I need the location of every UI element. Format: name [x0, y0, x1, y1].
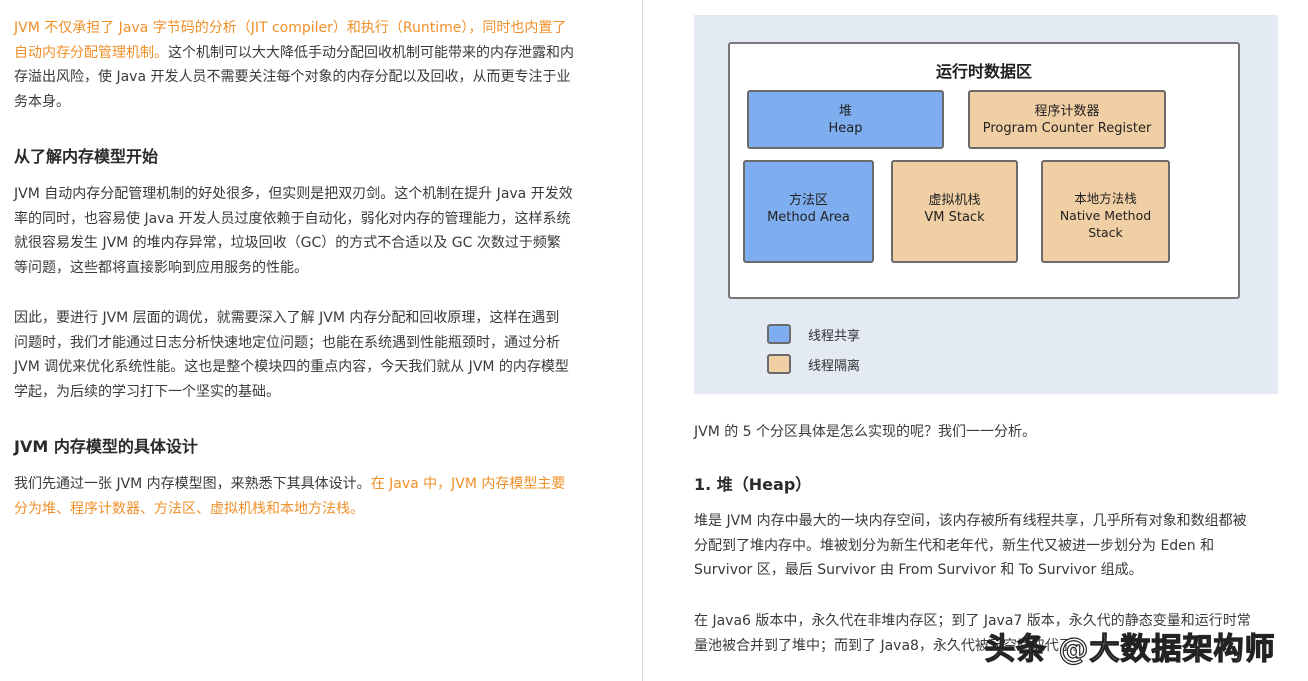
box-label-zh: 本地方法栈: [1074, 191, 1137, 206]
paragraph-line: JVM 的 5 个分区具体是怎么实现的呢？我们一一分析。: [694, 422, 1036, 442]
text-segment: Survivor 区，最后 Survivor 由 From Survivor 和…: [694, 562, 1143, 579]
legend-label-isolated: 线程隔离: [808, 359, 861, 374]
box-label-zh: 程序计数器: [1034, 103, 1100, 119]
paragraph-line: 问题时，我们才能通过日志分析快速地定位问题；也能在系统遇到性能瓶颈时，通过分析: [14, 333, 560, 353]
heading-memory-model-start: 从了解内存模型开始: [14, 147, 159, 166]
box-vm-stack: 虚拟机栈 VM Stack: [891, 160, 1018, 263]
text-segment: 分配到了堆内存中。堆被划分为新生代和老年代，新生代又被进一步划分为 Eden 和: [694, 537, 1215, 554]
paragraph-line: 分配到了堆内存中。堆被划分为新生代和老年代，新生代又被进一步划分为 Eden 和: [694, 536, 1214, 556]
text-segment: 量池被合并到了堆中；而到了 Java8，永久代被元空间取代了。: [694, 637, 1087, 654]
box-label-en: Heap: [828, 120, 863, 136]
paragraph-line: JVM 调优来优化系统性能。这也是整个模块四的重点内容，今天我们就从 JVM 的…: [14, 357, 569, 377]
box-native-method-stack: 本地方法栈 Native Method Stack: [1041, 160, 1170, 263]
text-segment: 学起，为后续的学习打下一个坚实的基础。: [14, 384, 280, 401]
paragraph-line: 因此，要进行 JVM 层面的调优，就需要深入了解 JVM 内存分配和回收原理，这…: [14, 308, 559, 328]
highlighted-text: 分为堆、程序计数器、方法区、虚拟机栈和本地方法栈。: [14, 500, 364, 517]
text-segment: 我们先通过一张 JVM 内存模型图，来熟悉下其具体设计。: [14, 476, 371, 492]
diagram-title: 运行时数据区: [935, 62, 1032, 81]
paragraph-line: 堆是 JVM 内存中最大的一块内存空间，该内存被所有线程共享，几乎所有对象和数组…: [694, 511, 1247, 531]
box-method-area: 方法区 Method Area: [743, 160, 874, 263]
text-segment: 问题时，我们才能通过日志分析快速地定位问题；也能在系统遇到性能瓶颈时，通过分析: [14, 334, 560, 351]
heading-jvm-design: JVM 内存模型的具体设计: [14, 437, 198, 456]
text-segment: JVM 的 5 个分区具体是怎么实现的呢？我们一一分析。: [694, 424, 1037, 440]
paragraph-line: 在 Java6 版本中，永久代在非堆内存区；到了 Java7 版本，永久代的静态…: [694, 611, 1251, 631]
paragraph-line: 率的同时，也容易使 Java 开发人员过度依赖于自动化，弱化对内存的管理能力，这…: [14, 209, 570, 229]
text-segment: 等问题，这些都将直接影响到应用服务的性能。: [14, 260, 308, 277]
paragraph-line: Survivor 区，最后 Survivor 由 From Survivor 和…: [694, 560, 1143, 580]
paragraph-line: 存溢出风险，使 Java 开发人员不需要关注每个对象的内存分配以及回收，从而更专…: [14, 67, 570, 87]
paragraph-line: 自动内存分配管理机制。这个机制可以大大降低手动分配回收机制可能带来的内存泄露和内: [14, 43, 574, 63]
box-label-en: VM Stack: [924, 210, 985, 225]
text-segment: JVM 调优来优化系统性能。这也是整个模块四的重点内容，今天我们就从 JVM 的…: [14, 359, 569, 376]
text-segment: JVM 自动内存分配管理机制的好处很多，但实则是把双刃剑。这个机制在提升 Jav…: [14, 186, 573, 202]
text-segment: 堆是 JVM 内存中最大的一块内存空间，该内存被所有线程共享，几乎所有对象和数组…: [694, 513, 1247, 529]
paragraph-line: 务本身。: [14, 92, 70, 112]
paragraph-line: 学起，为后续的学习打下一个坚实的基础。: [14, 382, 280, 402]
highlighted-text: 在 Java 中，JVM 内存模型主要: [370, 476, 566, 492]
paragraph-line: 我们先通过一张 JVM 内存模型图，来熟悉下其具体设计。在 Java 中，JVM…: [14, 474, 565, 494]
paragraph-line: 等问题，这些都将直接影响到应用服务的性能。: [14, 258, 308, 278]
text-segment: 率的同时，也容易使 Java 开发人员过度依赖于自动化，弱化对内存的管理能力，这…: [14, 210, 571, 227]
column-divider: [642, 0, 643, 681]
paragraph-line: JVM 自动内存分配管理机制的好处很多，但实则是把双刃剑。这个机制在提升 Jav…: [14, 184, 573, 204]
heading-heap: 1. 堆（Heap）: [694, 475, 812, 494]
paragraph-line: JVM 不仅承担了 Java 字节码的分析（JIT compiler）和执行（R…: [14, 18, 566, 38]
text-segment: 因此，要进行 JVM 层面的调优，就需要深入了解 JVM 内存分配和回收原理，这…: [14, 310, 560, 326]
paragraph-line: 就很容易发生 JVM 的堆内存异常，垃圾回收（GC）的方式不合适以及 GC 次数…: [14, 233, 561, 253]
box-label-en: Method Area: [767, 210, 850, 225]
box-label-en: Native Method Stack: [1059, 208, 1152, 240]
paragraph-line: 分为堆、程序计数器、方法区、虚拟机栈和本地方法栈。: [14, 499, 364, 519]
legend-swatch-shared: [767, 324, 791, 344]
box-label-zh: 方法区: [788, 193, 828, 208]
text-segment: 务本身。: [14, 94, 70, 111]
legend-label-shared: 线程共享: [808, 329, 861, 344]
paragraph-line: 量池被合并到了堆中；而到了 Java8，永久代被元空间取代了。: [694, 636, 1087, 656]
text-segment: 就很容易发生 JVM 的堆内存异常，垃圾回收（GC）的方式不合适以及 GC 次数…: [14, 235, 561, 252]
box-label-zh: 虚拟机栈: [928, 193, 981, 208]
highlighted-text: JVM 不仅承担了 Java 字节码的分析（JIT compiler）和执行（R…: [14, 20, 567, 36]
box-label-en: Program Counter Register: [982, 120, 1152, 136]
legend-swatch-isolated: [767, 354, 791, 374]
box-label-zh: 堆: [838, 103, 852, 119]
text-segment: 在 Java6 版本中，永久代在非堆内存区；到了 Java7 版本，永久代的静态…: [694, 613, 1251, 629]
text-segment: 存溢出风险，使 Java 开发人员不需要关注每个对象的内存分配以及回收，从而更专…: [14, 69, 571, 86]
highlighted-text: 自动内存分配管理机制。: [14, 44, 168, 61]
watermark: 头条 @大数据架构师: [984, 631, 1276, 667]
text-segment: 这个机制可以大大降低手动分配回收机制可能带来的内存泄露和内: [168, 44, 574, 61]
